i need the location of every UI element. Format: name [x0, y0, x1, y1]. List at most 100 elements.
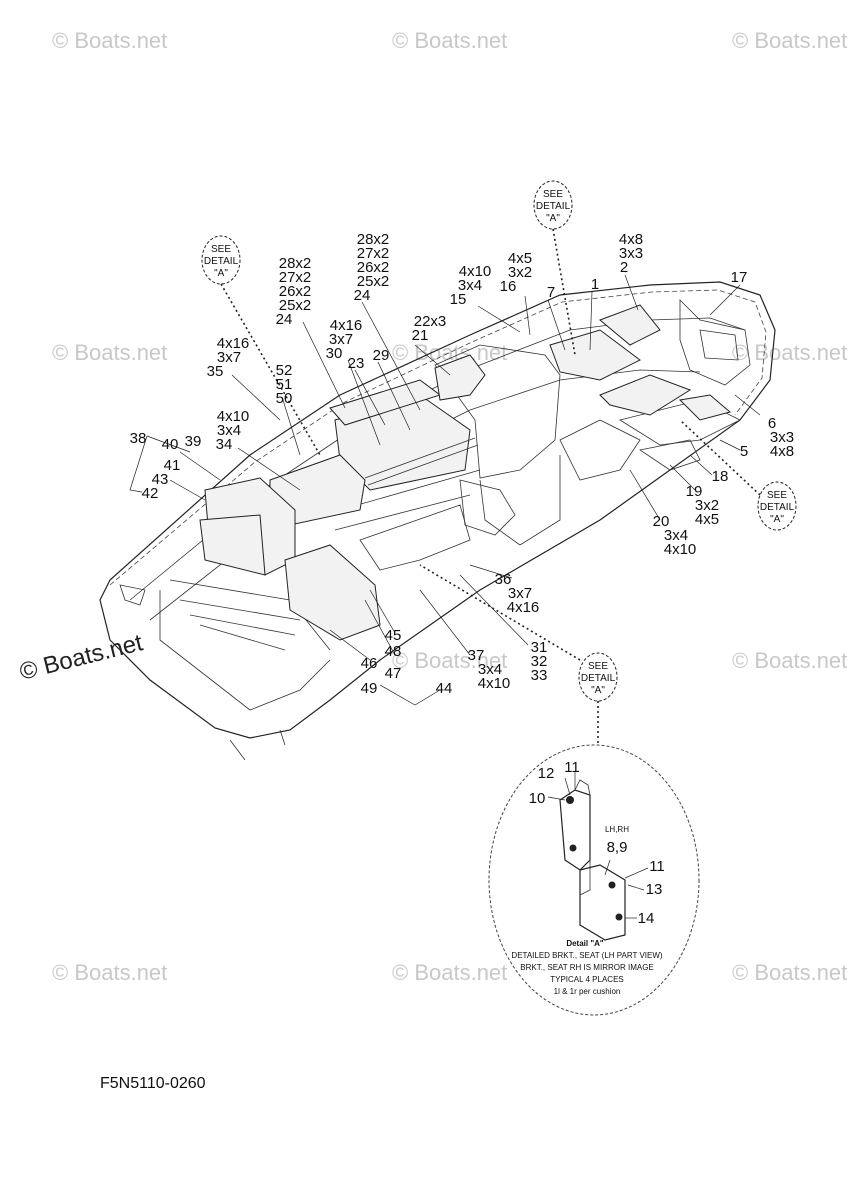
- watermark: © Boats.net: [52, 28, 167, 53]
- watermark-logo: © Boats.net: [17, 629, 146, 686]
- detail-label: 13: [646, 881, 663, 898]
- callout-text: 4x8: [770, 443, 794, 460]
- callout-text: 17: [731, 269, 748, 286]
- detail-caption: TYPICAL 4 PLACES: [550, 975, 624, 984]
- detail-caption: DETAILED BRKT., SEAT (LH PART VIEW): [511, 951, 662, 960]
- see-detail-marker: SEE DETAIL "A": [757, 481, 797, 531]
- watermark: © Boats.net: [392, 648, 507, 673]
- callout-text: 23: [348, 355, 365, 372]
- detail-leaders: [220, 228, 761, 745]
- callout: 36 3x7 4x16: [495, 571, 540, 616]
- watermark: © Boats.net: [52, 340, 167, 365]
- callout-text: 24: [354, 287, 371, 304]
- callout-text: 3x2: [508, 264, 532, 281]
- callout-text: 16: [500, 278, 517, 295]
- see-detail-marker: SEE DETAIL "A": [578, 652, 618, 702]
- callout-text: 27x2: [357, 245, 390, 262]
- detail-caption-title: Detail "A": [566, 939, 604, 948]
- callout-text: 28x2: [357, 231, 390, 248]
- callout-text: 2: [620, 259, 628, 276]
- callout-text: 18: [712, 468, 729, 485]
- callout-text: 48: [385, 643, 402, 660]
- callout-text: 40: [162, 436, 179, 453]
- watermark-layer: © Boats.net © Boats.net © Boats.net © Bo…: [17, 28, 847, 985]
- callout-text: 25x2: [357, 273, 390, 290]
- callout-text: 19: [686, 483, 703, 500]
- callout-text: 1: [591, 276, 599, 293]
- callout-text: 38: [130, 430, 147, 447]
- callout-text: 52: [276, 362, 293, 379]
- callout-text: 49: [361, 680, 378, 697]
- see-detail-text: "A": [591, 685, 605, 696]
- callout: 52 51 50: [276, 362, 293, 407]
- callout-text: 4x5: [695, 511, 719, 528]
- cushions: [199, 304, 732, 641]
- callout-labels: 28x2 27x2 26x2 25x2 24 28x2 27x2 26x2 25…: [130, 231, 794, 697]
- callout-text: 4x10: [217, 408, 250, 425]
- callout-text: 15: [450, 291, 467, 308]
- callout-text: 4x16: [217, 335, 250, 352]
- watermark: © Boats.net: [392, 28, 507, 53]
- callout: 41 43 42: [142, 457, 181, 502]
- callout-text: 3x3: [770, 429, 794, 446]
- callout-text: 44: [436, 680, 453, 697]
- callout-text: 3x4: [217, 422, 241, 439]
- see-detail-text: SEE: [767, 490, 787, 501]
- callout-text: 51: [276, 376, 293, 393]
- see-detail-text: "A": [546, 213, 560, 224]
- see-detail-marker: SEE DETAIL "A": [201, 235, 241, 285]
- watermark: © Boats.net: [732, 648, 847, 673]
- callout-text: 35: [207, 363, 224, 380]
- callout-text: 28x2: [279, 255, 312, 272]
- see-detail-text: SEE: [211, 244, 231, 255]
- callout-text: 25x2: [279, 297, 312, 314]
- callout-text: 27x2: [279, 269, 312, 286]
- see-detail-text: DETAIL: [536, 201, 571, 212]
- detail-label: 10: [529, 790, 546, 807]
- callout-text: 37: [468, 647, 485, 664]
- callout-text: 4x10: [459, 263, 492, 280]
- callout-text: 22x3: [414, 313, 447, 330]
- callout-text: 32: [531, 653, 548, 670]
- callout: 6 3x3 4x8: [768, 415, 794, 460]
- callout-text: 3x4: [664, 527, 688, 544]
- diagram-code: F5N5110-0260: [100, 1075, 206, 1092]
- callout-text: 31: [531, 639, 548, 656]
- callout-text: 4x16: [330, 317, 363, 334]
- see-detail-text: "A": [214, 268, 228, 279]
- detail-label: 11: [564, 759, 580, 776]
- watermark: © Boats.net: [392, 960, 507, 985]
- detail-caption: BRKT., SEAT RH IS MIRROR IMAGE: [520, 963, 654, 972]
- callout-text: 21: [412, 327, 429, 344]
- callout-text: 46: [361, 655, 378, 672]
- callout-text: 3x7: [329, 331, 353, 348]
- callout-text: 3x7: [217, 349, 241, 366]
- callout-text: 26x2: [279, 283, 312, 300]
- callout: 4x16 3x7 30: [326, 317, 363, 362]
- callout-text: 36: [495, 571, 512, 588]
- callout: 4x10 3x4 34: [216, 408, 250, 453]
- callout: 22x3 21: [412, 313, 447, 344]
- see-detail-text: "A": [770, 514, 784, 525]
- callout: 19 3x2 4x5: [686, 483, 719, 528]
- callout-text: 7: [547, 284, 555, 301]
- detail-label: 14: [638, 910, 655, 927]
- callout-text: 4x10: [478, 675, 511, 692]
- callout-text: 30: [326, 345, 343, 362]
- callout-text: 3x3: [619, 245, 643, 262]
- detail-label: LH,RH: [605, 825, 629, 834]
- see-detail-text: SEE: [543, 189, 563, 200]
- callout-text: 5: [740, 443, 748, 460]
- callout-text: 3x4: [458, 277, 482, 294]
- callout-text: 4x5: [508, 250, 532, 267]
- detail-caption: 1l & 1r per cushion: [554, 987, 621, 996]
- callout-text: 33: [531, 667, 548, 684]
- callout: 4x10 3x4 15: [450, 263, 492, 308]
- callout-text: 47: [385, 665, 402, 682]
- callout-text: 50: [276, 390, 293, 407]
- callout-text: 4x10: [664, 541, 697, 558]
- see-detail-text: DETAIL: [204, 256, 239, 267]
- watermark: © Boats.net: [52, 960, 167, 985]
- callout-text: 34: [216, 436, 233, 453]
- callout: 20 3x4 4x10: [653, 513, 697, 558]
